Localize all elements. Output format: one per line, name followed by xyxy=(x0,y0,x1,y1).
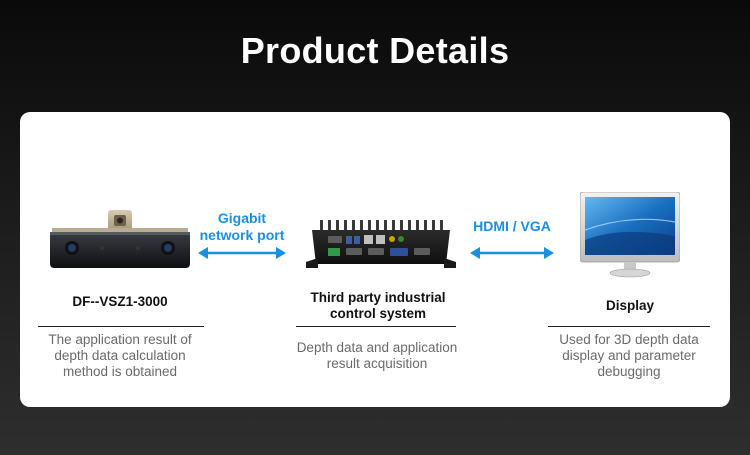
network-link-label: Gigabit network port xyxy=(186,210,298,244)
hdmi-vga-link-label: HDMI / VGA xyxy=(473,218,551,234)
industrial-pc-name: Third party industrial control system xyxy=(288,290,468,322)
industrial-pc-name-line1: Third party industrial xyxy=(310,290,446,305)
camera-description-line1: The application result of xyxy=(48,332,192,347)
network-link-label-line2: network port xyxy=(199,227,285,243)
product-details-card: Gigabit network port HDMI / VGA DF--VSZ1… xyxy=(20,112,730,407)
display-description-line1: Used for 3D depth data xyxy=(559,332,699,347)
monitor-image xyxy=(580,192,680,278)
page-title: Product Details xyxy=(240,30,510,71)
hdmi-vga-link-arrow xyxy=(470,247,554,259)
camera-name: DF--VSZ1-3000 xyxy=(72,294,168,309)
industrial-pc-divider xyxy=(296,326,456,327)
network-link-label-line1: Gigabit xyxy=(217,210,267,226)
display-description-line2: display and parameter xyxy=(562,348,696,363)
display-description-line3: debugging xyxy=(597,364,661,379)
industrial-pc-description-line1: Depth data and application xyxy=(296,340,458,355)
depth-camera-image xyxy=(50,210,190,268)
display-description: Used for 3D depth data display and param… xyxy=(536,332,722,380)
display-divider xyxy=(548,326,710,327)
camera-description: The application result of depth data cal… xyxy=(24,332,216,380)
camera-divider xyxy=(38,326,204,327)
industrial-pc-image xyxy=(306,220,456,268)
industrial-pc-name-line2: control system xyxy=(329,306,427,321)
network-link-arrow xyxy=(198,247,286,259)
camera-description-line3: method is obtained xyxy=(62,364,178,379)
industrial-pc-description-line2: result acquisition xyxy=(326,356,428,371)
camera-description-line2: depth data calculation xyxy=(54,348,186,363)
display-name: Display xyxy=(605,298,655,313)
industrial-pc-description: Depth data and application result acquis… xyxy=(270,340,484,372)
